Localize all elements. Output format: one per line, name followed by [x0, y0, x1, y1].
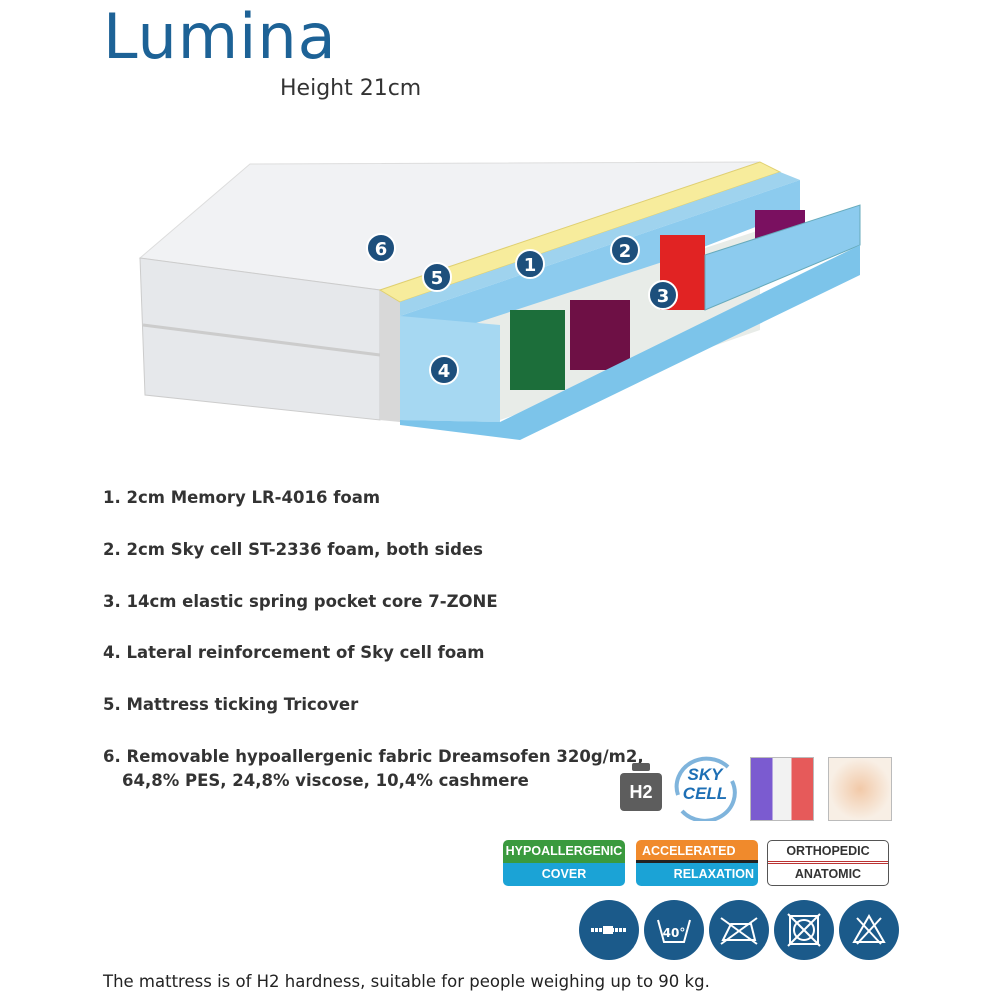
- marker-3: 3: [648, 280, 678, 310]
- removable-zip-cover-icon: [579, 900, 639, 960]
- spec-6: 6. Removable hypoallergenic fabric Dream…: [103, 747, 644, 766]
- do-not-iron-icon: [709, 900, 769, 960]
- marker-6: 6: [366, 233, 396, 263]
- height-label: Height 21cm: [280, 76, 422, 101]
- svg-text:4: 4: [438, 361, 451, 382]
- memory-foam-hand-photo: [828, 757, 892, 821]
- marker-5: 5: [422, 262, 452, 292]
- do-not-tumble-dry-icon: [774, 900, 834, 960]
- spec-6-composition: 64,8% PES, 24,8% viscose, 10,4% cashmere: [122, 771, 529, 790]
- spec-1: 1. 2cm Memory LR-4016 foam: [103, 488, 381, 507]
- hardness-note: The mattress is of H2 hardness, suitable…: [103, 972, 710, 991]
- svg-text:40°: 40°: [663, 926, 686, 940]
- spec-5: 5. Mattress ticking Tricover: [103, 695, 359, 714]
- brand-logo: Lumina: [103, 0, 337, 73]
- do-not-bleach-icon: [839, 900, 899, 960]
- marker-2: 2: [610, 235, 640, 265]
- hardness-weight-icon: H2: [620, 763, 662, 811]
- svg-text:3: 3: [657, 286, 670, 307]
- spring-core-photo: [750, 757, 814, 821]
- wash-40-icon: 40°: [644, 900, 704, 960]
- spec-2: 2. 2cm Sky cell ST-2336 foam, both sides: [103, 540, 483, 559]
- spec-3: 3. 14cm elastic spring pocket core 7-ZON…: [103, 592, 498, 611]
- svg-text:2: 2: [619, 241, 632, 262]
- mattress-diagram: 6 5 1 2 3 4: [138, 161, 861, 440]
- marker-4: 4: [429, 355, 459, 385]
- svg-text:5: 5: [431, 268, 444, 289]
- svg-text:6: 6: [375, 239, 388, 260]
- spec-4: 4. Lateral reinforcement of Sky cell foa…: [103, 643, 485, 662]
- svg-text:1: 1: [524, 255, 537, 276]
- marker-1: 1: [515, 249, 545, 279]
